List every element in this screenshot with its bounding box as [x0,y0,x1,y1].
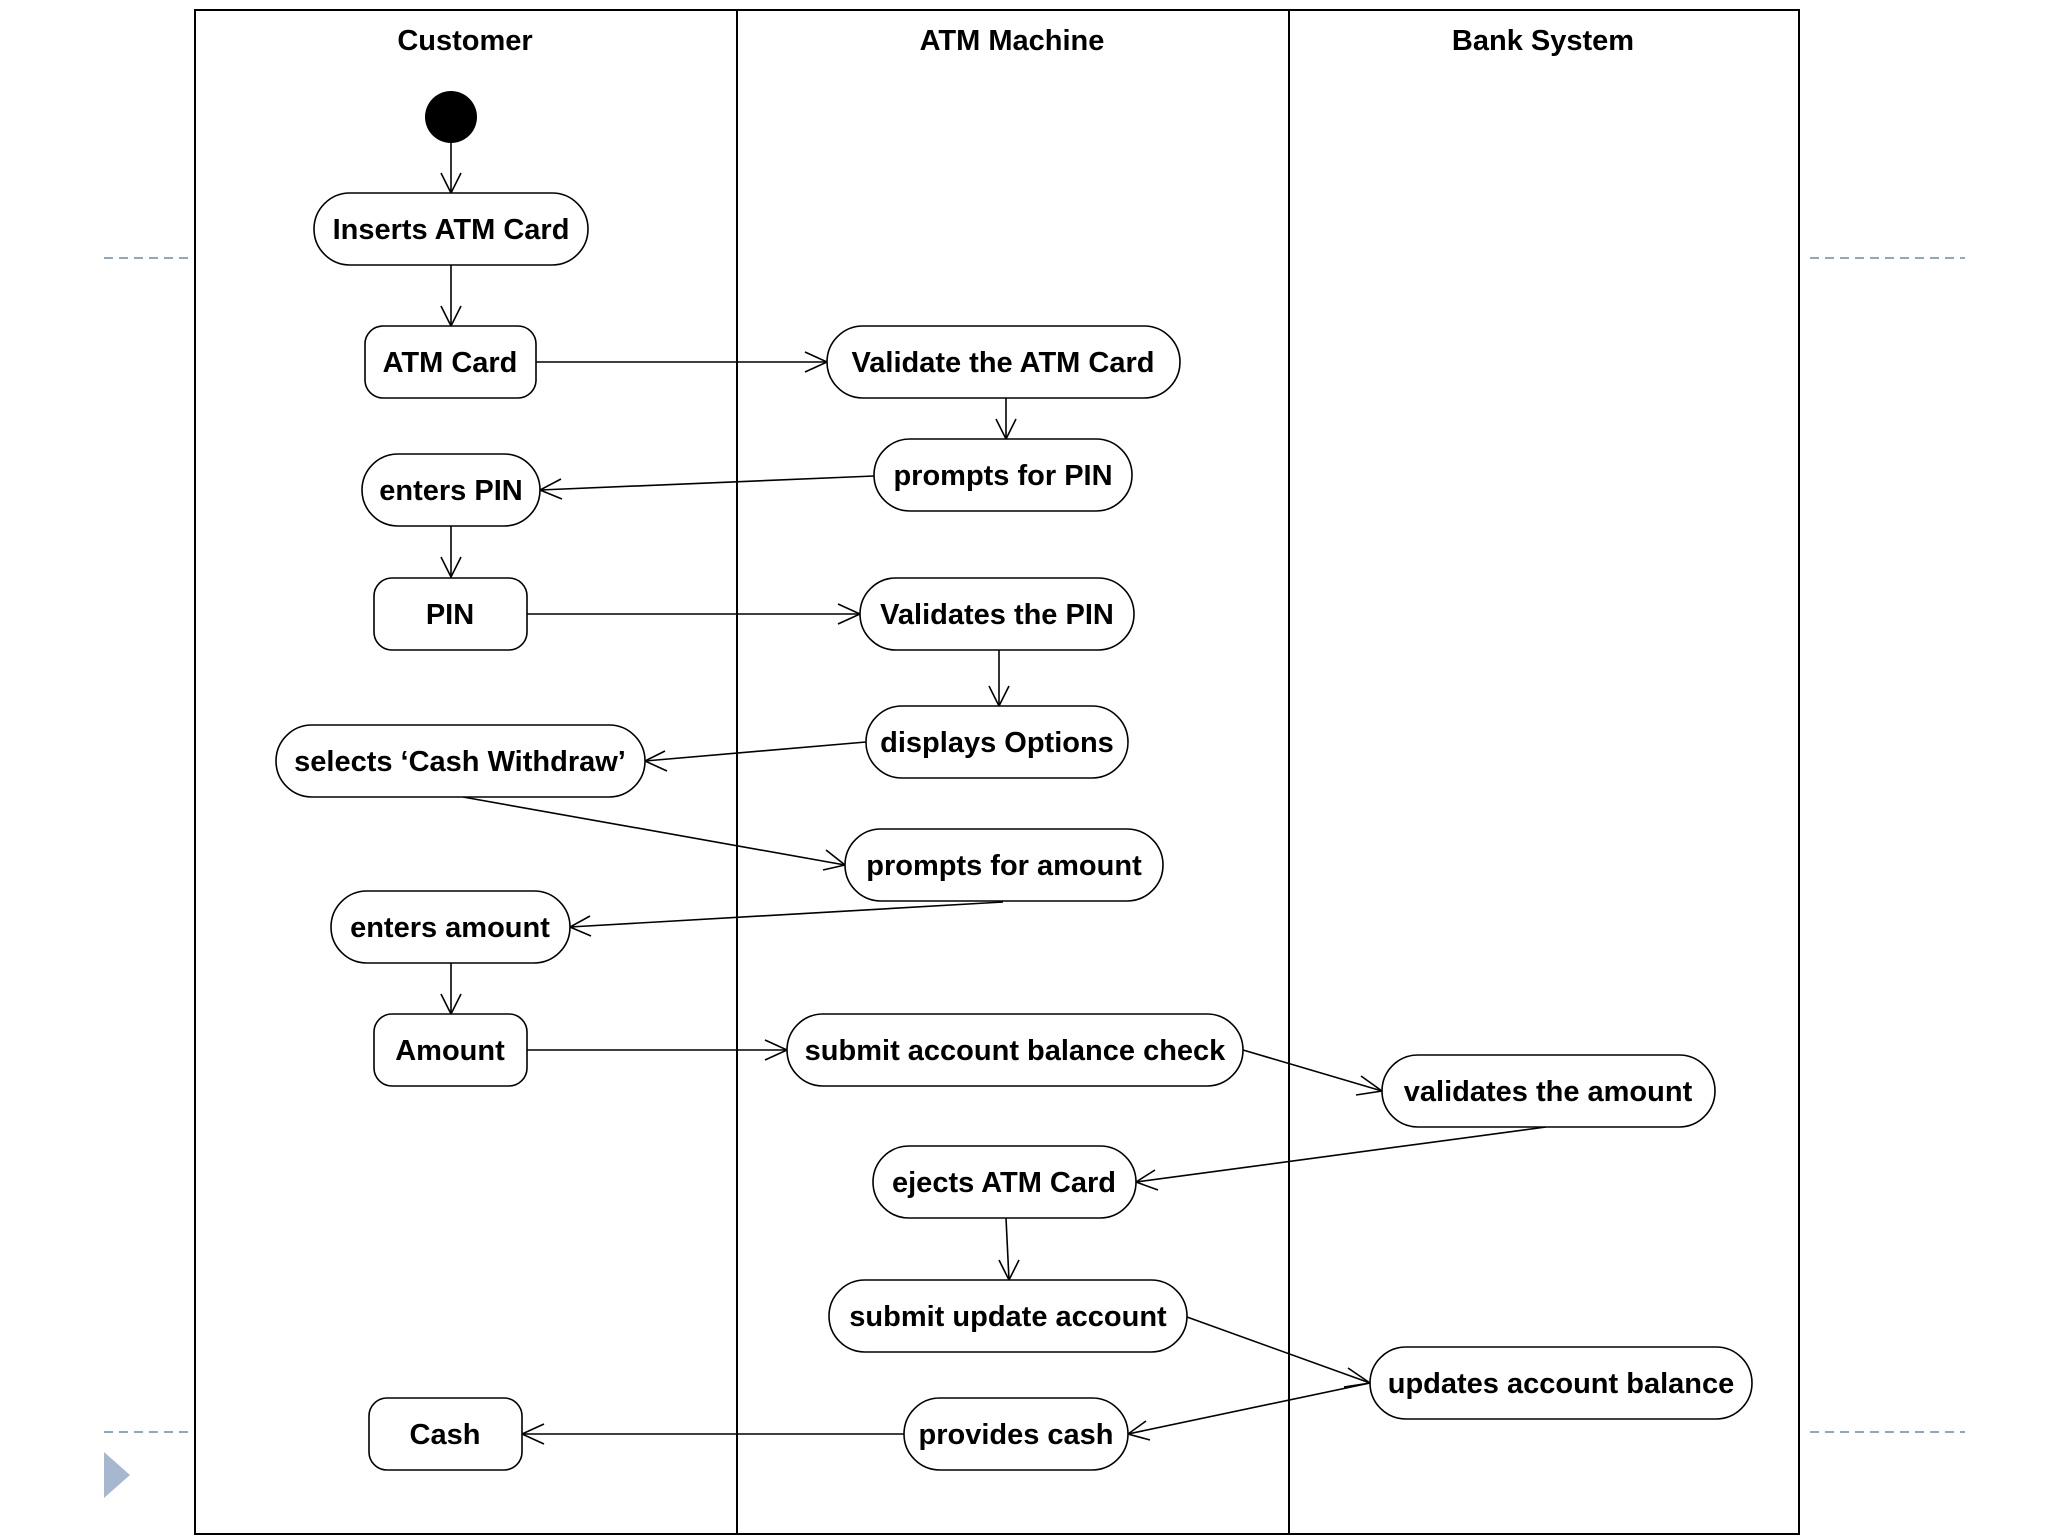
node-cash: Cash [368,1397,523,1471]
control-flows [440,142,1547,1445]
lane-title-customer: Customer [397,25,532,57]
node-label: submit update account [849,1301,1167,1333]
node-label: prompts for amount [866,850,1142,882]
node-label: ATM Card [383,347,518,379]
node-selects-cash-withdraw: selects ‘Cash Withdraw’ [275,724,646,798]
flow-prompts-pin-to-enters-pin [539,475,875,491]
flow-selects-cash-to-prompts-amount [462,796,846,866]
activity-nodes: Inserts ATM Card ATM Card enters PIN PIN… [275,91,1753,1471]
arrowhead [822,849,847,871]
node-updates-account-balance: updates account balance [1369,1346,1753,1420]
node-label: enters PIN [379,475,522,507]
node-label: Validates the PIN [880,599,1114,631]
node-provides-cash: provides cash [903,1397,1129,1471]
flow-updates-balance-to-provides-cash [1127,1382,1371,1435]
node-enters-pin: enters PIN [361,453,541,527]
node-inserts-atm-card: Inserts ATM Card [313,192,589,266]
node-label: prompts for PIN [893,460,1112,492]
node-label: updates account balance [1388,1368,1735,1400]
node-validates-the-amount: validates the amount [1381,1054,1716,1128]
lane-title-atm: ATM Machine [920,25,1105,57]
flow-options-to-selects-cash [644,741,867,762]
node-prompts-for-pin: prompts for PIN [873,438,1133,512]
triangle-bullet-icon [104,1452,130,1498]
node-label: ejects ATM Card [892,1167,1116,1199]
arrowhead [440,556,462,579]
flow-prompts-amount-to-enters-amount [569,901,1004,928]
node-label: Amount [395,1035,505,1067]
slide-decoration [104,257,1965,1498]
node-enters-amount: enters amount [330,890,571,964]
lane-title-bank: Bank System [1452,25,1634,57]
flow-submit-balance-to-validates-amount [1242,1049,1383,1092]
node-label: selects ‘Cash Withdraw’ [294,746,626,778]
node-validates-pin: Validates the PIN [859,577,1135,651]
node-label: Inserts ATM Card [333,214,570,246]
node-label: PIN [426,599,474,631]
node-label: validates the amount [1404,1076,1693,1108]
node-submit-update-account: submit update account [828,1279,1188,1353]
swimlanes: Customer ATM Machine Bank System [194,9,1800,1535]
node-label: displays Options [880,727,1114,759]
node-submit-account-balance-check: submit account balance check [786,1013,1244,1087]
flow-ejects-to-submit-update [1005,1217,1010,1281]
node-label: Validate the ATM Card [852,347,1155,379]
flow-validates-amount-to-ejects [1135,1126,1547,1183]
node-ejects-atm-card: ejects ATM Card [872,1145,1137,1219]
node-prompts-for-amount: prompts for amount [844,828,1164,902]
arrowhead [1355,1075,1385,1096]
node-pin: PIN [373,577,528,651]
node-label: enters amount [350,912,550,944]
flow-submit-update-to-updates-balance [1186,1316,1371,1384]
node-amount: Amount [373,1013,528,1087]
node-validate-atm-card: Validate the ATM Card [826,325,1181,399]
node-label: provides cash [918,1419,1113,1451]
swimlane-frame [194,9,1800,1535]
initial-node [425,91,477,143]
node-label: submit account balance check [805,1035,1227,1067]
node-label: Cash [410,1419,481,1451]
node-atm-card: ATM Card [364,325,537,399]
node-displays-options: displays Options [865,705,1129,779]
